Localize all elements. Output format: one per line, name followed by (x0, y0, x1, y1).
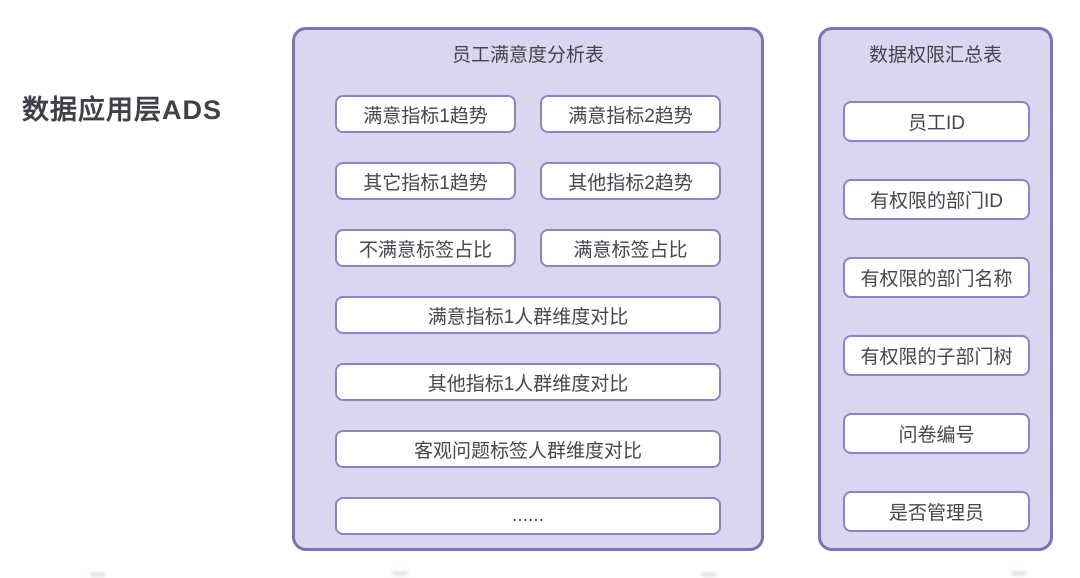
field-box-objective-question-tag-cohort-compare: 客观问题标签人群维度对比 (335, 430, 721, 468)
field-box-employee-id: 员工ID (843, 101, 1030, 142)
field-box-questionnaire-number: 问卷编号 (843, 413, 1030, 454)
panel-satisfaction-analysis-title: 员工满意度分析表 (451, 45, 604, 66)
panel-data-permission-summary-body: 员工ID 有权限的部门ID 有权限的部门名称 有权限的子部门树 问卷编号 是否管… (821, 70, 1050, 532)
panel-data-permission-summary-title: 数据权限汇总表 (868, 45, 1002, 66)
field-box-authorized-department-id: 有权限的部门ID (843, 179, 1030, 220)
layer-label-ads: 数据应用层ADS (22, 95, 223, 125)
field-box-is-admin: 是否管理员 (843, 491, 1030, 532)
field-box-other-metric1-trend: 其它指标1趋势 (335, 162, 516, 200)
panel-satisfaction-analysis: 员工满意度分析表 满意指标1趋势 满意指标2趋势 其它指标1趋势 其他指标2趋势… (292, 27, 764, 551)
field-box-satisfied-tag-ratio: 满意标签占比 (540, 229, 721, 267)
field-box-satisfaction-metric1-trend: 满意指标1趋势 (335, 95, 516, 133)
paired-row: 不满意标签占比 满意标签占比 (335, 229, 721, 267)
paired-row: 其它指标1趋势 其他指标2趋势 (335, 162, 721, 200)
paired-row: 满意指标1趋势 满意指标2趋势 (335, 95, 721, 133)
field-box-authorized-subdepartment-tree: 有权限的子部门树 (843, 335, 1030, 376)
field-box-authorized-department-name: 有权限的部门名称 (843, 257, 1030, 298)
panel-data-permission-summary: 数据权限汇总表 员工ID 有权限的部门ID 有权限的部门名称 有权限的子部门树 … (818, 27, 1053, 551)
field-box-other-metric2-trend: 其他指标2趋势 (540, 162, 721, 200)
cropped-text-artifact (392, 571, 408, 576)
panel-satisfaction-analysis-body: 满意指标1趋势 满意指标2趋势 其它指标1趋势 其他指标2趋势 不满意标签占比 … (295, 70, 761, 535)
field-box-dissatisfied-tag-ratio: 不满意标签占比 (335, 229, 516, 267)
field-box-satisfaction-metric1-cohort-compare: 满意指标1人群维度对比 (335, 296, 721, 334)
cropped-text-artifact (1011, 571, 1027, 576)
cropped-text-artifact (701, 572, 717, 577)
field-box-satisfaction-metric2-trend: 满意指标2趋势 (540, 95, 721, 133)
cropped-text-artifact (90, 572, 106, 577)
field-box-other-metric1-cohort-compare: 其他指标1人群维度对比 (335, 363, 721, 401)
field-box-ellipsis: ...... (335, 497, 721, 535)
